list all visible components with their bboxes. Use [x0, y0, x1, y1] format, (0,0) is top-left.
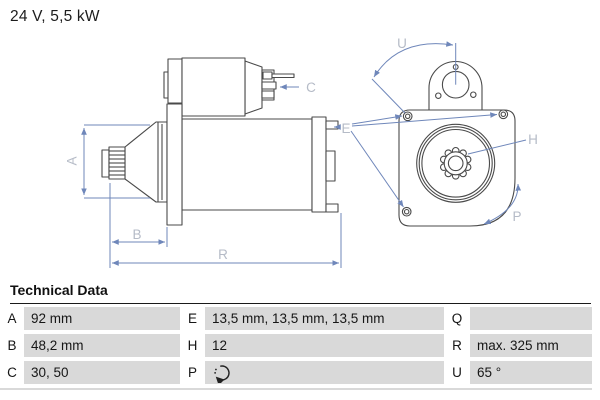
dim-label-R: R [218, 247, 228, 262]
table-key-B: B [0, 334, 24, 357]
table-value-P [205, 361, 444, 384]
table-value-Q [470, 307, 592, 330]
pinion-gear [108, 146, 126, 180]
technical-data-table: A 92 mm E 13,5 mm, 13,5 mm, 13,5 mm Q B … [0, 307, 592, 384]
technical-data-section: Technical Data A 92 mm E 13,5 mm, 13,5 m… [0, 283, 600, 390]
table-key-P: P [180, 361, 205, 384]
table-value-H: 12 [205, 334, 444, 357]
table-value-E: 13,5 mm, 13,5 mm, 13,5 mm [205, 307, 444, 330]
table-value-C: 30, 50 [24, 361, 180, 384]
dimension-labels: A B R C E U H P [65, 36, 538, 262]
dim-label-P: P [512, 209, 521, 224]
terminal-stud-pin [271, 73, 295, 79]
dim-label-E: E [341, 121, 350, 136]
table-key-A: A [0, 307, 24, 330]
technical-data-heading: Technical Data [10, 282, 108, 298]
table-bottom-rule [0, 388, 592, 390]
page-title: 24 V, 5,5 kW [10, 8, 100, 25]
rear-tab-bottom [325, 203, 339, 213]
pinion-shaft-end [101, 149, 110, 178]
table-value-A: 92 mm [24, 307, 180, 330]
terminal-stud-base [262, 71, 273, 80]
mounting-bracket [166, 103, 183, 226]
heading-rule [10, 303, 591, 304]
terminal-lug-upper [261, 81, 277, 90]
table-key-Q: Q [444, 307, 470, 330]
flange-bolt-holes [401, 109, 509, 217]
table-key-E: E [180, 307, 205, 330]
rear-end-cap [311, 116, 327, 213]
drive-end-housing [124, 121, 168, 203]
solenoid-body [181, 57, 246, 117]
dim-label-A: A [65, 156, 80, 165]
motor-body [181, 118, 313, 211]
table-value-U: 65 ° [470, 361, 592, 384]
rear-tab-top [325, 120, 339, 130]
dim-label-H: H [528, 132, 538, 147]
table-key-U: U [444, 361, 470, 384]
rear-boss [325, 150, 336, 182]
table-key-C: C [0, 361, 24, 384]
starter-motor-side-view [101, 57, 339, 226]
table-key-R: R [444, 334, 470, 357]
dimension-lines [81, 41, 527, 268]
rotation-direction-icon [214, 365, 230, 383]
pinion-gear-front [439, 146, 472, 180]
table-key-H: H [180, 334, 205, 357]
dim-label-C: C [306, 80, 316, 95]
dim-label-U: U [397, 36, 407, 51]
terminal-lug-lower [261, 90, 275, 99]
table-value-B: 48,2 mm [24, 334, 180, 357]
technical-drawing: A B R C E U H P [65, 36, 538, 268]
starter-motor-front-flange-view [398, 60, 516, 227]
solenoid-rear-taper [244, 60, 263, 115]
table-value-R: max. 325 mm [470, 334, 592, 357]
dim-label-B: B [132, 227, 141, 242]
solenoid-front-cap [167, 58, 183, 104]
